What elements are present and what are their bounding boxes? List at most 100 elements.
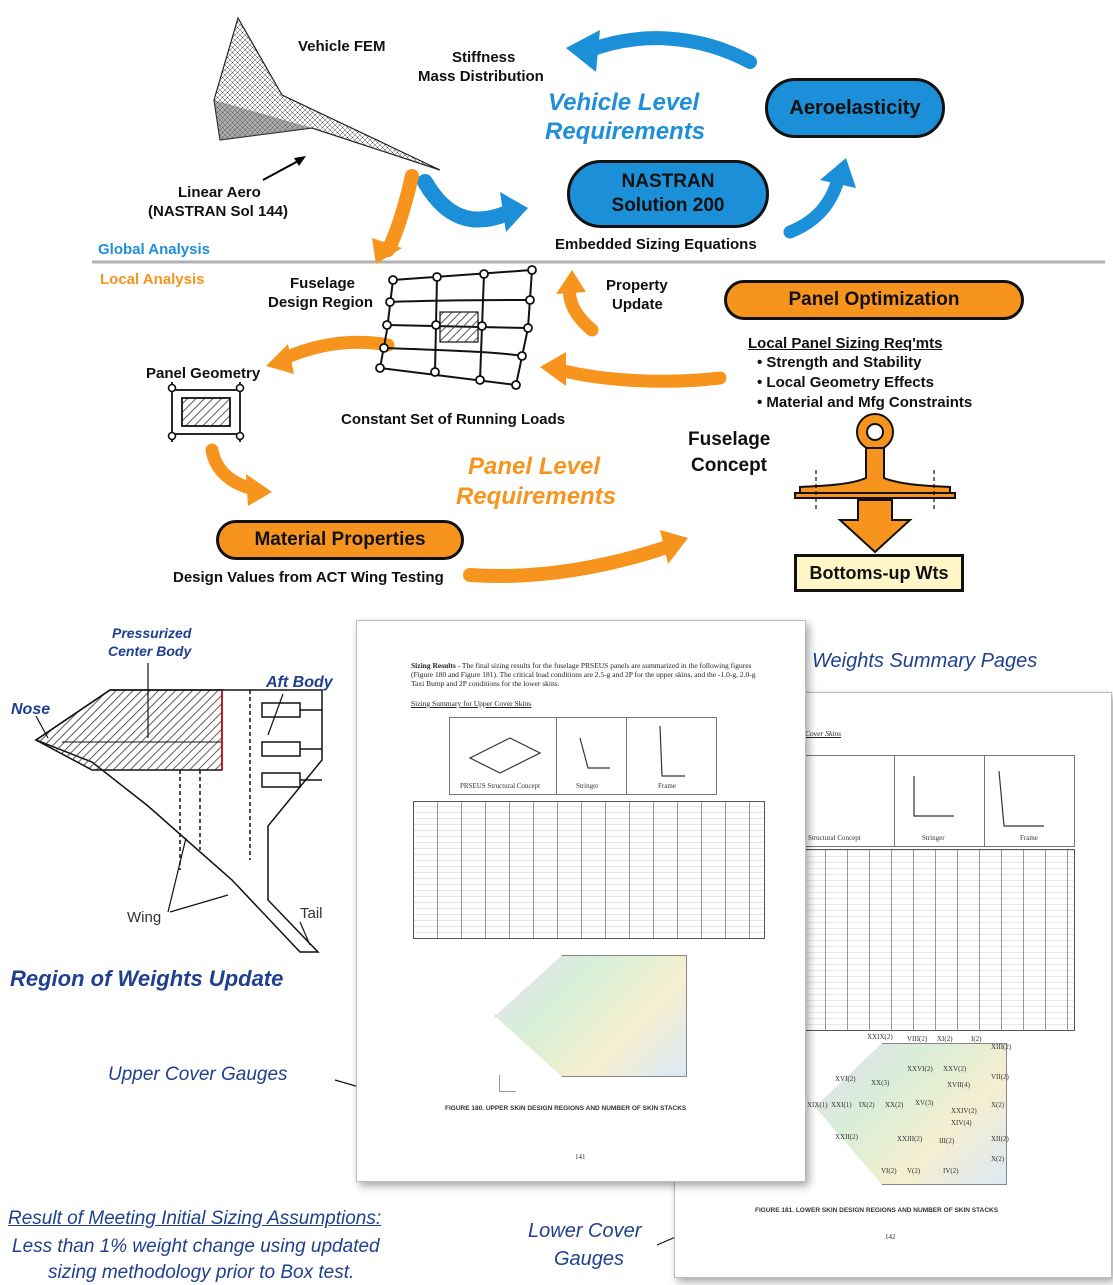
page2-number: 142 — [885, 1233, 896, 1241]
upper-cover-label: Upper Cover Gauges — [108, 1064, 288, 1085]
running-loads-label: Constant Set of Running Loads — [341, 411, 566, 428]
page1-sizing-heading: Sizing Results — [411, 661, 456, 670]
page2-region-label: XII(2) — [991, 1135, 1009, 1143]
mass-distribution-label: Mass Distribution — [418, 68, 544, 85]
page1-stringer-label: Stringer — [576, 782, 599, 790]
result-line2: Less than 1% weight change using updated — [12, 1236, 380, 1257]
aircraft-planform — [34, 689, 323, 953]
fuselage-region-line2: Design Region — [268, 294, 374, 311]
panel-level-req-line1: Panel Level — [468, 453, 601, 480]
fuselage-concept — [794, 413, 956, 554]
pressurized-line2: Center Body — [108, 643, 192, 659]
result-line3: sizing methodology prior to Box test. — [48, 1262, 355, 1283]
page2-region-label: VII(2) — [991, 1073, 1009, 1081]
property-update-line2: Update — [612, 296, 663, 313]
fuselage-concept-line2: Concept — [691, 455, 767, 476]
page2-region-label: XXVI(2) — [907, 1065, 933, 1073]
property-update-line1: Property — [606, 277, 668, 294]
page1-concept-box: PRSEUS Structural Concept Stringer Frame — [449, 717, 717, 795]
page2-region-label: XVI(2) — [835, 1075, 856, 1083]
nastran-label-line2: Solution 200 — [611, 195, 725, 216]
page2-region-label: VI(2) — [881, 1167, 897, 1175]
page2-region-label: XI(2) — [937, 1035, 953, 1043]
page2-region-label: XX(3) — [871, 1079, 890, 1087]
vehicle-fem-label: Vehicle FEM — [298, 38, 386, 55]
local-analysis-label: Local Analysis — [100, 271, 205, 288]
arrow-to-fem — [578, 31, 757, 69]
page2-region-label: X(2) — [991, 1101, 1005, 1109]
local-panel-title: Local Panel Sizing Req'mts — [748, 335, 943, 352]
lower-cover-line2: Gauges — [554, 1248, 625, 1270]
aft-body-label: Aft Body — [266, 674, 333, 691]
page2-region-label: XXIX(2) — [867, 1033, 893, 1041]
nastran-pill: NASTRAN Solution 200 — [567, 160, 769, 228]
material-properties-label: Material Properties — [254, 529, 426, 550]
panel-geometry — [171, 382, 241, 442]
page1-table — [413, 801, 765, 939]
page2-region-label: XXIV(2) — [951, 1107, 977, 1115]
page2-region-label: XXV(2) — [943, 1065, 967, 1073]
weights-summary-page-1: Sizing Results - The final sizing result… — [356, 620, 806, 1182]
wing-label: Wing — [127, 909, 162, 926]
vehicle-level-req-line2: Requirements — [545, 118, 706, 145]
nose-label: Nose — [11, 701, 51, 718]
page2-region-label: III(2) — [939, 1137, 955, 1145]
embedded-sizing-label: Embedded Sizing Equations — [555, 236, 757, 253]
panel-optimization-label: Panel Optimization — [788, 289, 960, 310]
page2-region-label: XIII(2) — [991, 1043, 1012, 1051]
page2-region-label: XX(2) — [885, 1101, 904, 1109]
lower-cover-line1: Lower Cover — [528, 1220, 642, 1242]
design-values-label: Design Values from ACT Wing Testing — [173, 569, 444, 586]
panel-optimization-pill: Panel Optimization — [724, 280, 1024, 320]
page2-region-label: XXI(1) — [831, 1101, 852, 1109]
page2-region-label: IX(2) — [859, 1101, 875, 1109]
local-panel-item-3: • Material and Mfg Constraints — [757, 394, 973, 411]
page2-stringer-label: Stringer — [922, 834, 945, 842]
material-properties-pill: Material Properties — [216, 520, 464, 560]
weights-summary-label: Weights Summary Pages — [812, 650, 1038, 672]
page2-region-label: XIV(4) — [951, 1119, 972, 1127]
page2-region-label: X(2) — [991, 1155, 1005, 1163]
page2-region-label: XXIII(2) — [897, 1135, 923, 1143]
aeroelasticity-label: Aeroelasticity — [789, 96, 921, 119]
tail-label: Tail — [300, 905, 323, 922]
panel-level-req-line2: Requirements — [456, 483, 617, 510]
page1-frame-label: Frame — [658, 782, 676, 790]
vehicle-level-req-line1: Vehicle Level — [548, 89, 700, 116]
page1-number: 141 — [575, 1153, 586, 1161]
page2-region-label: VIII(2) — [907, 1035, 928, 1043]
page2-region-label: XIX(1) — [807, 1101, 828, 1109]
page1-axis-mark — [499, 1075, 516, 1092]
page2-region-label: V(2) — [907, 1167, 921, 1175]
result-line1: Result of Meeting Initial Sizing Assumpt… — [8, 1208, 382, 1229]
pressurized-line1: Pressurized — [112, 625, 192, 641]
page2-region-label: I(2) — [971, 1035, 982, 1043]
page2-region-label: XV(3) — [915, 1099, 934, 1107]
page2-region-label: IV(2) — [943, 1167, 959, 1175]
fuselage-concept-line1: Fuselage — [688, 429, 771, 450]
panel-geometry-label: Panel Geometry — [146, 365, 261, 382]
page2-region-label: XVII(4) — [947, 1081, 970, 1089]
bottoms-up-box: Bottoms-up Wts — [794, 554, 964, 592]
page1-subheading: Sizing Summary for Upper Cover Skins — [411, 699, 532, 708]
bottoms-up-label: Bottoms-up Wts — [809, 562, 949, 583]
page1-sizing-text: Sizing Results - The final sizing result… — [411, 661, 761, 688]
global-analysis-label: Global Analysis — [98, 241, 210, 258]
linear-aero-line2: (NASTRAN Sol 144) — [148, 203, 289, 220]
aeroelasticity-pill: Aeroelasticity — [765, 78, 945, 138]
page2-concept-label: Structural Concept — [808, 834, 861, 842]
page2-frame-label: Frame — [1020, 834, 1038, 842]
vehicle-fem-aircraft — [213, 16, 441, 171]
linear-aero-line1: Linear Aero — [178, 184, 261, 201]
local-panel-item-1: • Strength and Stability — [757, 354, 922, 371]
page2-concept-box: Structural Concept Stringer Frame — [803, 755, 1075, 847]
page1-region-map — [495, 955, 687, 1077]
region-update-label: Region of Weights Update — [10, 966, 284, 991]
page2-table — [803, 849, 1075, 1031]
page1-figure-caption: FIGURE 180. UPPER SKIN DESIGN REGIONS AN… — [445, 1105, 687, 1112]
nastran-label-line1: NASTRAN — [621, 171, 715, 192]
page2-figure-caption: FIGURE 181. LOWER SKIN DESIGN REGIONS AN… — [755, 1207, 999, 1214]
page1-sizing-body: - The final sizing results for the fusel… — [411, 661, 756, 688]
page2-subheading: Cover Skins — [805, 729, 842, 738]
